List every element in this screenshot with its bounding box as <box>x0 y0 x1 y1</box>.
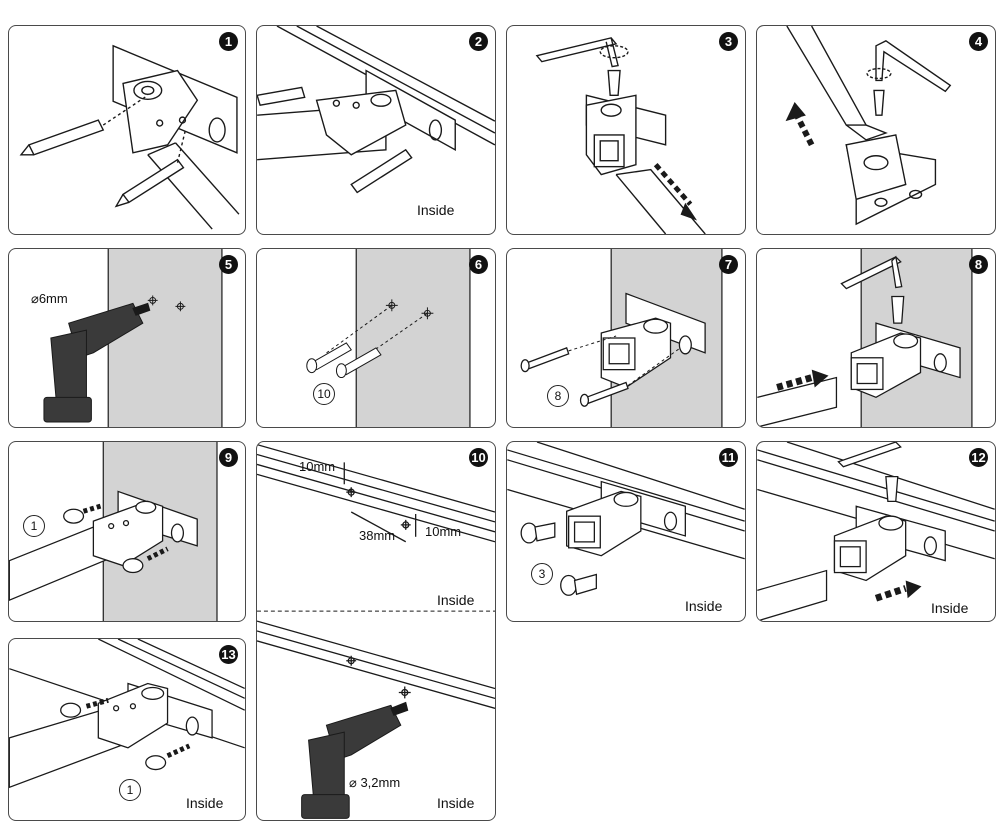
step-5-panel: 5 ⌀6mm <box>8 248 246 428</box>
step-badge: 8 <box>969 255 988 274</box>
drill-wall-6mm-illustration <box>43 249 223 427</box>
hex-key-bracket-tube-illustration <box>785 26 952 226</box>
drill-size-label: ⌀ 3,2mm <box>349 775 401 790</box>
bracket-glass-screws-illustration <box>507 442 745 596</box>
step-badge: 1 <box>219 32 238 51</box>
inside-label: Inside <box>186 795 224 811</box>
hex-key-tube-glass-illustration <box>757 442 995 621</box>
quantity-circle: 8 <box>547 385 569 407</box>
dimension-label-top: 10mm <box>299 459 336 474</box>
inside-label: Inside <box>417 202 455 218</box>
step-badge: 9 <box>219 448 238 467</box>
bracket-on-glass-marking-illustration <box>257 26 495 194</box>
step-4-panel: 4 <box>756 25 996 235</box>
drill-size-label: ⌀6mm <box>31 291 68 306</box>
step-badge: 13 <box>219 645 238 664</box>
hex-key-screw-bracket-illustration <box>535 37 706 234</box>
step-badge: 7 <box>719 255 738 274</box>
quantity-circle: 1 <box>23 515 45 537</box>
step-7-panel: 7 8 <box>506 248 746 428</box>
step-9-panel: 9 1 <box>8 441 246 622</box>
quantity-circle: 10 <box>313 383 335 405</box>
glass-marking-and-drilling-illustration <box>257 443 495 819</box>
inside-label: Inside <box>931 600 969 616</box>
step-8-panel: 8 <box>756 248 996 428</box>
step-badge: 3 <box>719 32 738 51</box>
dimension-label-right: 10mm <box>425 524 462 539</box>
step-badge: 10 <box>469 448 488 467</box>
hex-key-bracket-tube-insert-illustration <box>757 249 973 427</box>
step-badge: 6 <box>469 255 488 274</box>
quantity-circle: 1 <box>119 779 141 801</box>
step-11-panel: 11 3 Inside <box>506 441 746 622</box>
step-3-panel: 3 <box>506 25 746 235</box>
end-caps-illustration <box>9 442 218 621</box>
step-badge: 2 <box>469 32 488 51</box>
step-6-panel: 6 10 <box>256 248 496 428</box>
step-1-panel: 1 <box>8 25 246 235</box>
end-caps-glass-illustration <box>9 639 245 789</box>
step-13-panel: 13 1 Inside <box>8 638 246 821</box>
quantity-circle: 3 <box>531 563 553 585</box>
step-12-panel: 12 Inside <box>756 441 996 622</box>
step-badge: 12 <box>969 448 988 467</box>
bracket-wall-screws-illustration <box>520 249 723 427</box>
step-badge: 5 <box>219 255 238 274</box>
bracket-with-pencils-illustration <box>19 44 240 230</box>
dimension-label-spacing: 38mm <box>359 528 396 543</box>
inside-label: Inside <box>685 598 723 614</box>
inside-label-bottom: Inside <box>437 795 475 811</box>
inside-label-top: Inside <box>437 592 475 608</box>
step-badge: 4 <box>969 32 988 51</box>
step-badge: 11 <box>719 448 738 467</box>
step-2-panel: 2 Inside <box>256 25 496 235</box>
step-10-panel: 10 10mm 10mm 38mm Inside ⌀ 3,2mm Inside <box>256 441 496 821</box>
wall-anchors-illustration <box>306 249 471 427</box>
